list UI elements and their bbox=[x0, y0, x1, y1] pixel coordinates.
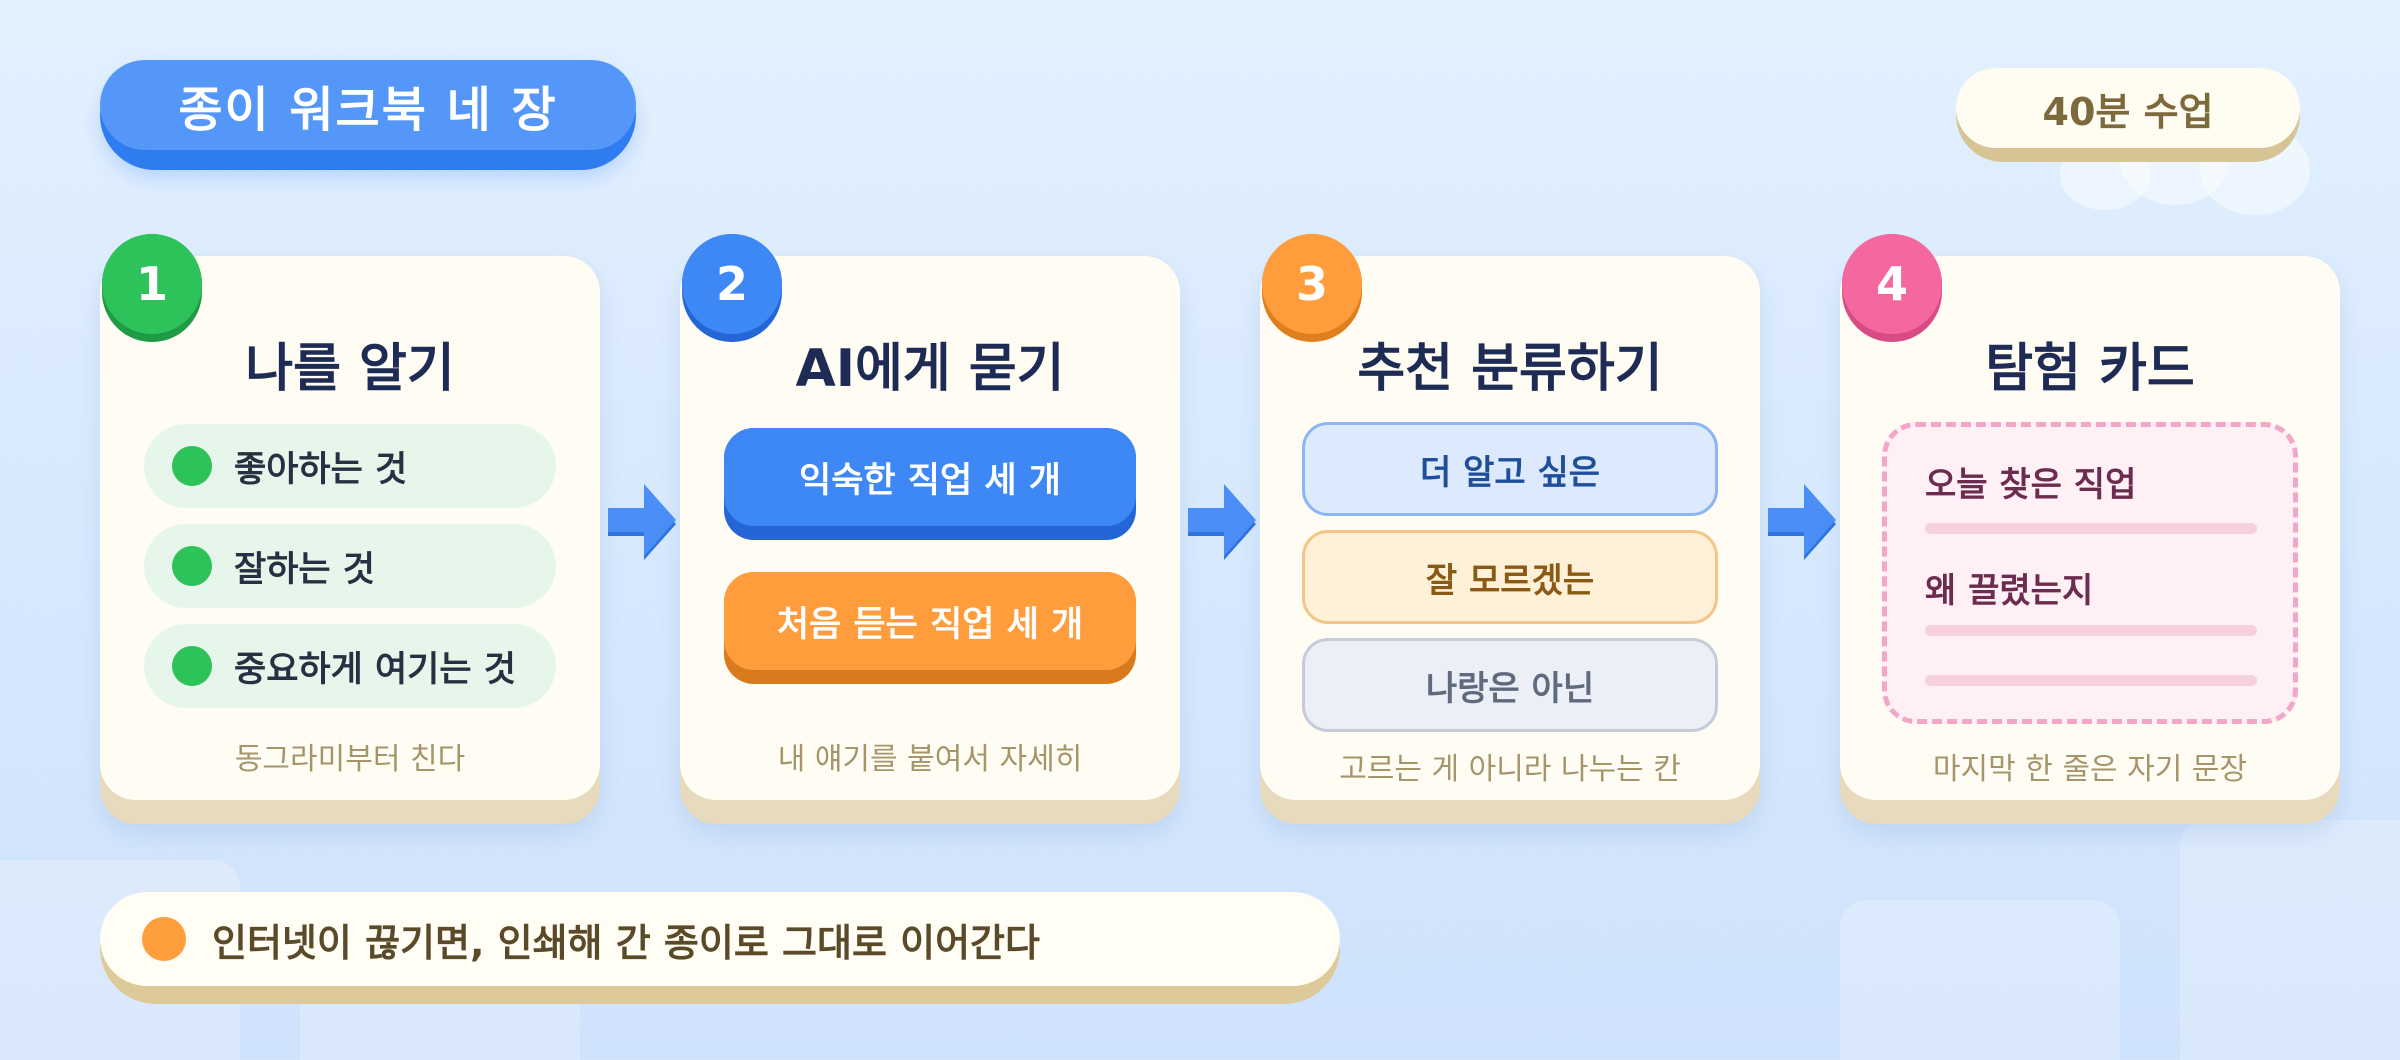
card-face: 추천 분류하기 더 알고 싶은 잘 모르겠는 나랑은 아닌 고르는 게 아니라 … bbox=[1260, 256, 1760, 800]
list-item-label: 중요하게 여기는 것 bbox=[234, 649, 516, 690]
card-face: 탐험 카드 오늘 찾은 직업 왜 끌렸는지 마지막 한 줄은 자기 문장 bbox=[1840, 256, 2340, 800]
arrow-right-icon bbox=[1188, 484, 1256, 560]
pill-label: 익숙한 직업 세 개 bbox=[724, 428, 1136, 526]
writing-line bbox=[1925, 675, 2257, 686]
step-number: 4 bbox=[1842, 234, 1942, 334]
page-title: 종이 워크북 네 장 bbox=[100, 60, 636, 150]
familiar-jobs-pill: 익숙한 직업 세 개 bbox=[724, 428, 1136, 540]
card-title: 탐험 카드 bbox=[1985, 339, 2195, 399]
circle-icon bbox=[172, 546, 212, 586]
title-pill: 종이 워크북 네 장 bbox=[100, 60, 636, 170]
step-number: 2 bbox=[682, 234, 782, 334]
new-jobs-pill: 처음 듣는 직업 세 개 bbox=[724, 572, 1136, 684]
sort-box-not-me: 나랑은 아닌 bbox=[1302, 638, 1718, 732]
note-text: 인터넷이 끊기면, 인쇄해 간 종이로 그대로 이어간다 bbox=[212, 920, 1040, 965]
step-number: 3 bbox=[1262, 234, 1362, 334]
background-block-right bbox=[1840, 900, 2120, 1060]
prompt-label: 오늘 찾은 직업 bbox=[1925, 465, 2137, 505]
card-face: 나를 알기 좋아하는 것 잘하는 것 중요하게 여기는 것 동그라미부터 친다 bbox=[100, 256, 600, 800]
duration-pill: 40분 수업 bbox=[1956, 68, 2300, 162]
step-number: 1 bbox=[102, 234, 202, 334]
card-face: AI에게 묻기 익숙한 직업 세 개 처음 듣는 직업 세 개 내 얘기를 붙여… bbox=[680, 256, 1180, 800]
arrow-right-icon bbox=[608, 484, 676, 560]
duration-label: 40분 수업 bbox=[1956, 68, 2300, 148]
card-title: 추천 분류하기 bbox=[1357, 339, 1663, 399]
list-item: 좋아하는 것 bbox=[144, 424, 556, 508]
step-number-badge: 4 bbox=[1842, 234, 1942, 342]
list-item: 중요하게 여기는 것 bbox=[144, 624, 556, 708]
background-block-right-2 bbox=[2180, 820, 2400, 1060]
sort-box-curious: 더 알고 싶은 bbox=[1302, 422, 1718, 516]
arrow-right-icon bbox=[1768, 484, 1836, 560]
card-footer: 고르는 게 아니라 나누는 칸 bbox=[1339, 752, 1681, 787]
step-number-badge: 2 bbox=[682, 234, 782, 342]
offline-note: 인터넷이 끊기면, 인쇄해 간 종이로 그대로 이어간다 bbox=[100, 892, 1340, 1004]
writing-line bbox=[1925, 523, 2257, 534]
card-footer: 내 얘기를 붙여서 자세히 bbox=[777, 742, 1083, 777]
step-number-badge: 3 bbox=[1262, 234, 1362, 342]
list-item: 잘하는 것 bbox=[144, 524, 556, 608]
sort-box-unsure: 잘 모르겠는 bbox=[1302, 530, 1718, 624]
prompt-label: 왜 끌렸는지 bbox=[1925, 571, 2094, 611]
circle-icon bbox=[172, 646, 212, 686]
step-card-2: AI에게 묻기 익숙한 직업 세 개 처음 듣는 직업 세 개 내 얘기를 붙여… bbox=[680, 234, 1180, 824]
step-card-1: 나를 알기 좋아하는 것 잘하는 것 중요하게 여기는 것 동그라미부터 친다 … bbox=[100, 234, 600, 824]
card-footer: 마지막 한 줄은 자기 문장 bbox=[1932, 752, 2248, 787]
list-item-label: 좋아하는 것 bbox=[234, 449, 408, 490]
list-item-label: 잘하는 것 bbox=[234, 549, 375, 590]
note-face: 인터넷이 끊기면, 인쇄해 간 종이로 그대로 이어간다 bbox=[100, 892, 1340, 986]
step-card-3: 추천 분류하기 더 알고 싶은 잘 모르겠는 나랑은 아닌 고르는 게 아니라 … bbox=[1260, 234, 1760, 824]
pill-label: 처음 듣는 직업 세 개 bbox=[724, 572, 1136, 670]
step-number-badge: 1 bbox=[102, 234, 202, 342]
exploration-card-box: 오늘 찾은 직업 왜 끌렸는지 bbox=[1882, 422, 2298, 724]
circle-icon bbox=[172, 446, 212, 486]
step-card-4: 탐험 카드 오늘 찾은 직업 왜 끌렸는지 마지막 한 줄은 자기 문장 4 bbox=[1840, 234, 2340, 824]
writing-line bbox=[1925, 625, 2257, 636]
circle-icon bbox=[142, 917, 186, 961]
card-footer: 동그라미부터 친다 bbox=[234, 742, 466, 777]
card-title: 나를 알기 bbox=[245, 339, 455, 399]
card-title: AI에게 묻기 bbox=[795, 339, 1065, 399]
